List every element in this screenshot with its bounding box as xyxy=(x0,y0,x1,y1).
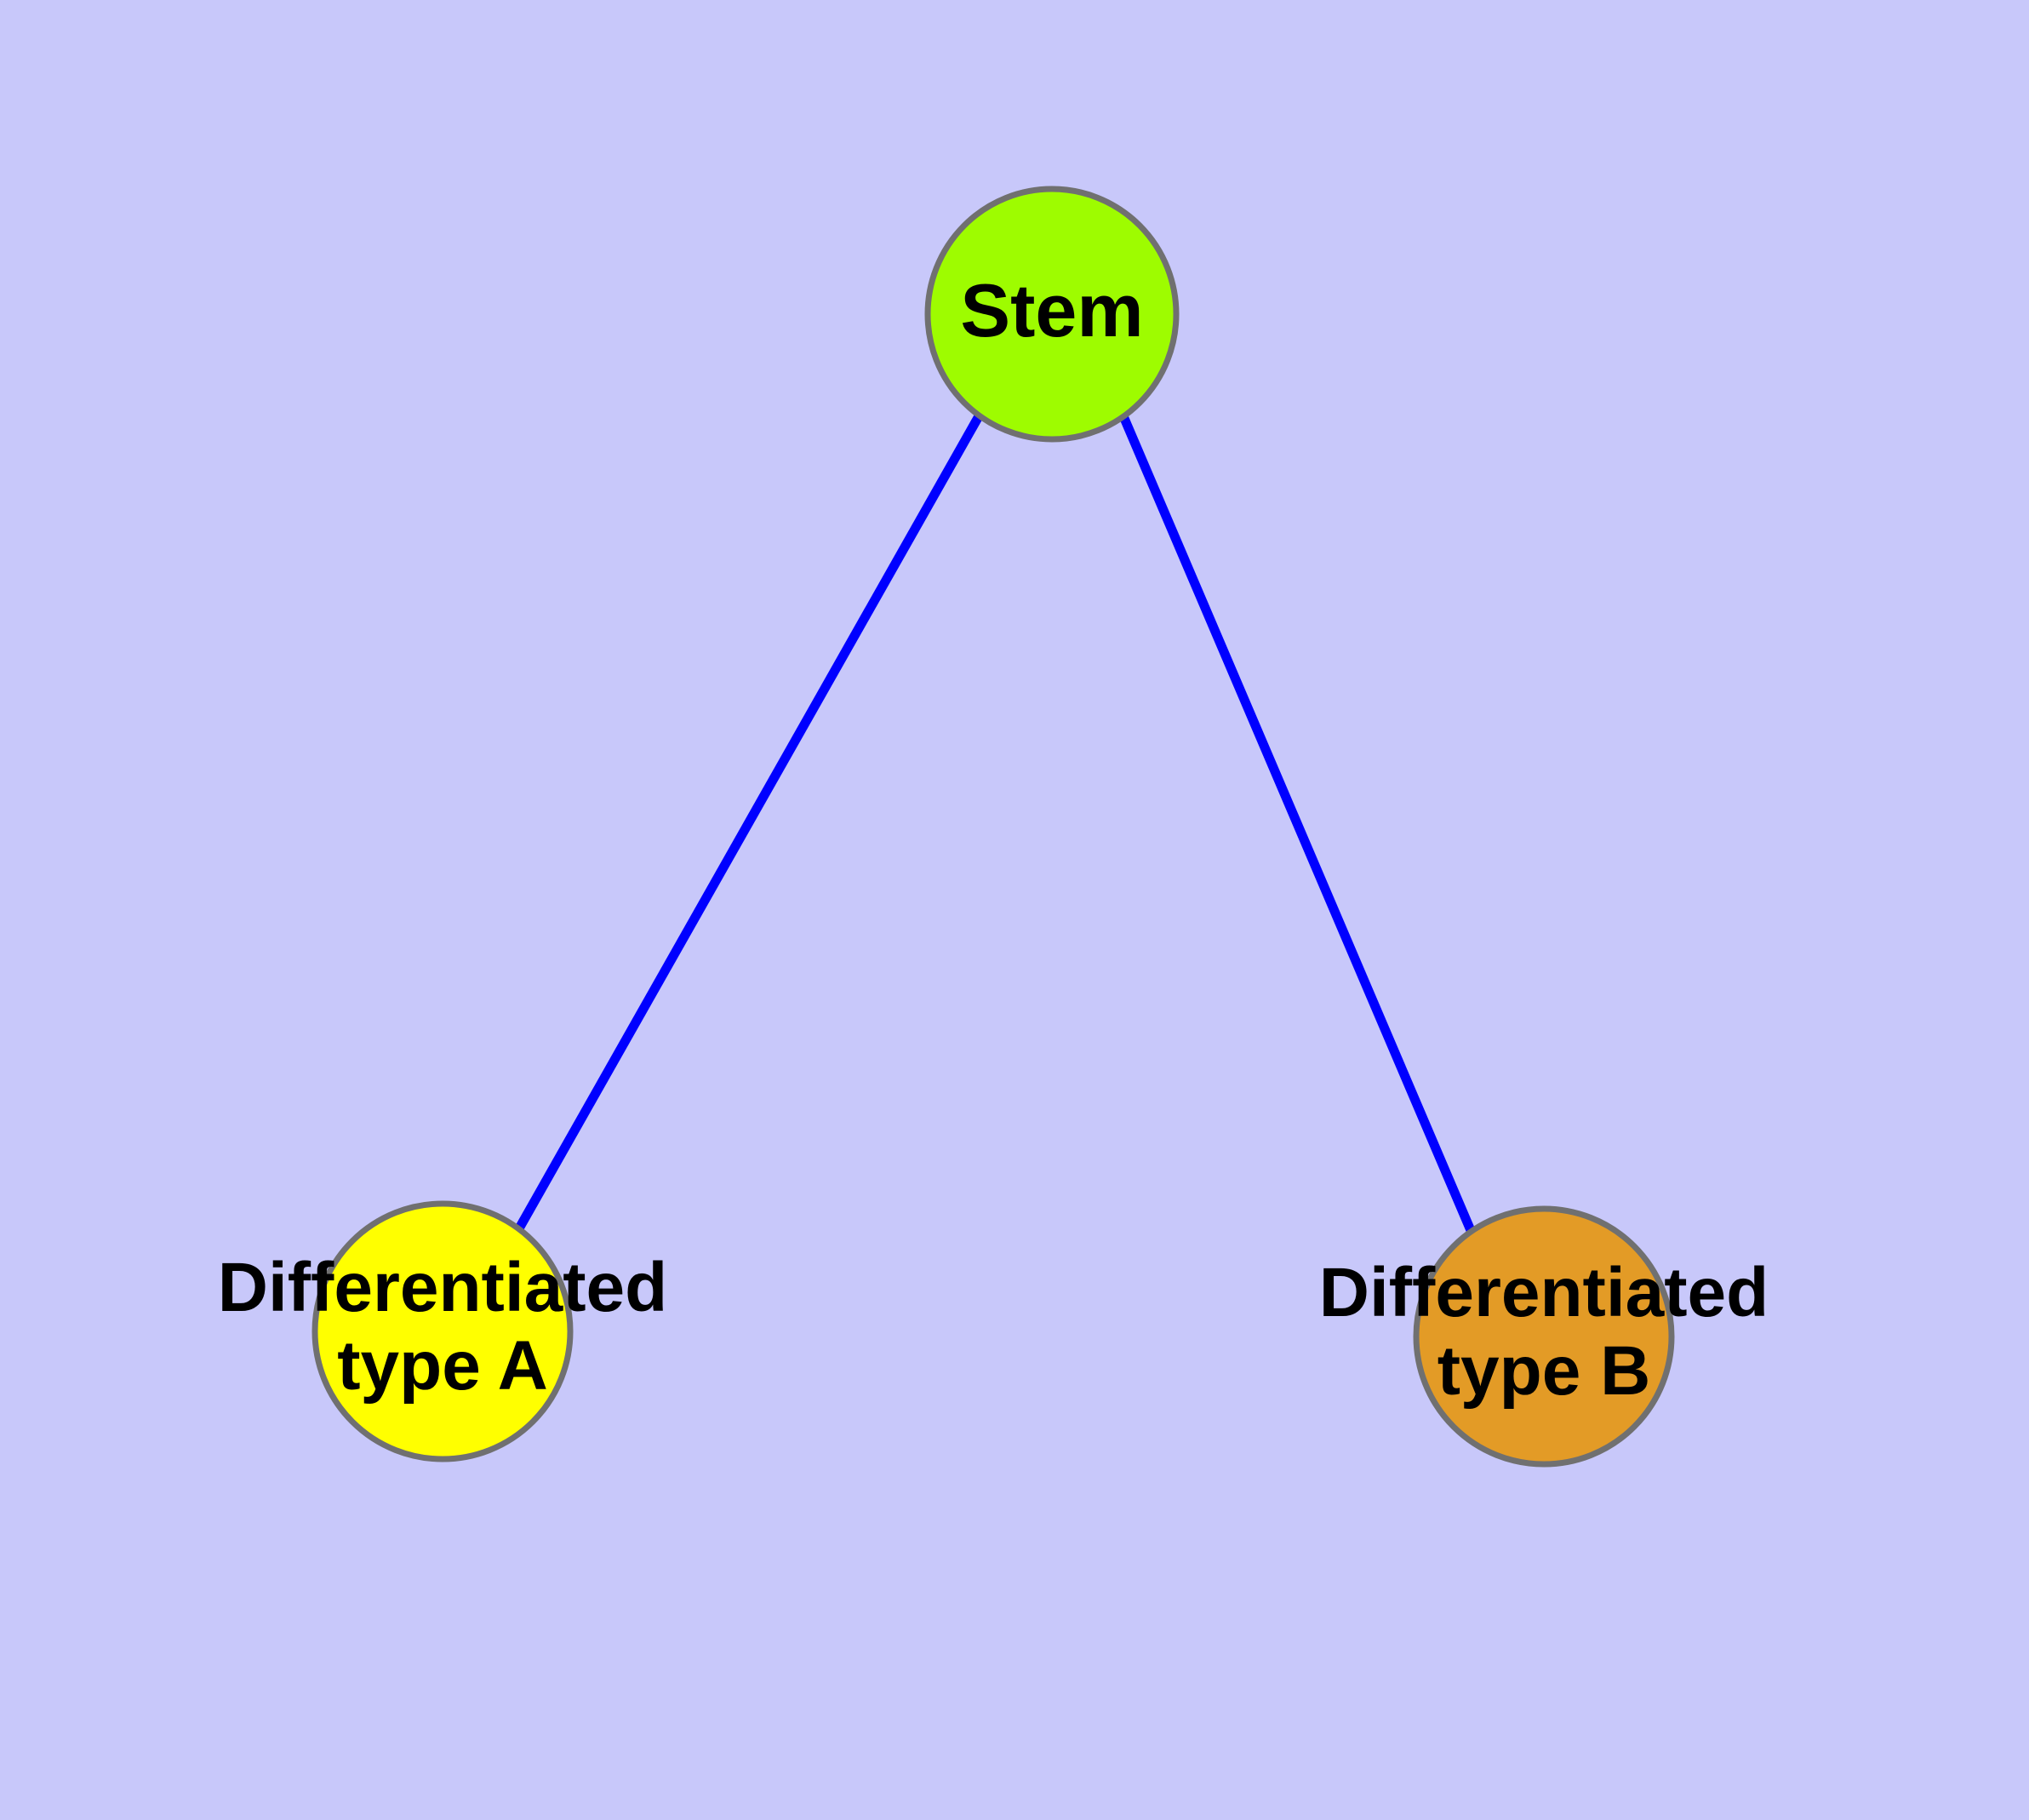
differentiated-type-b-node-shape[interactable] xyxy=(1413,1205,1675,1468)
edge-stem-to-differentiated-type-b[interactable] xyxy=(1118,414,1477,1237)
stem-node-shape[interactable] xyxy=(924,186,1180,443)
stem-node-label: Stem xyxy=(960,268,1143,352)
edges-layer xyxy=(515,414,1477,1237)
stem-label-line-1: Stem xyxy=(960,268,1143,352)
edge-stem-to-differentiated-type-a[interactable] xyxy=(515,414,983,1231)
differentiated-type-b-label-line-2: type B xyxy=(1437,1332,1651,1410)
differentiated-type-a-node-shape[interactable] xyxy=(311,1200,574,1462)
differentiated-type-a-label-line-1: Differentiated xyxy=(218,1249,668,1326)
differentiated-type-a-label-line-2: type A xyxy=(337,1327,548,1405)
differentiated-type-b-label-line-1: Differentiated xyxy=(1319,1254,1769,1331)
node-stem[interactable]: Stem xyxy=(924,186,1180,443)
